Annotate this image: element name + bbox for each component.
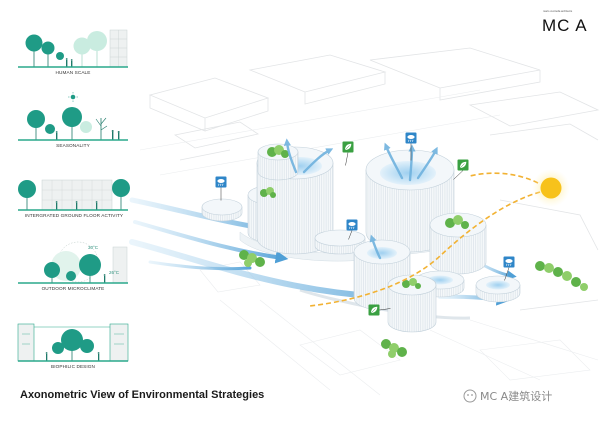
panel-outdoor-microclimate: 30°C 26°C OUTDOOR MICROCLIMATE	[18, 241, 128, 291]
panel-label: INTERGRATED GROUND FLOOR ACTIVITY	[25, 213, 124, 218]
watermark-text: MC A建筑设计	[480, 389, 552, 403]
rain-cloud-icon	[346, 219, 358, 240]
rain-cloud-icon	[503, 256, 515, 281]
roof-garden	[402, 278, 421, 289]
page-title: Axonometric View of Environmental Strate…	[20, 389, 264, 401]
ground-trees	[239, 250, 588, 358]
roof-garden	[445, 215, 469, 229]
panel-ground-floor-activity: INTERGRATED GROUND FLOOR ACTIVITY	[18, 179, 130, 218]
leaf-icon	[453, 159, 469, 180]
panel-label: SEASONALITY	[56, 143, 90, 148]
disk-right-b	[475, 275, 521, 303]
sun-icon	[532, 169, 570, 207]
podium-disk	[314, 229, 366, 255]
tree-cluster	[381, 339, 407, 358]
panel-seasonality: SEASONALITY	[18, 92, 128, 148]
brand-tagline: mario cucinella architects	[543, 9, 573, 13]
updraft-arrow	[383, 142, 404, 180]
updraft-arrows	[283, 138, 438, 260]
sun-path	[309, 172, 541, 307]
rain-cloud-icon	[215, 176, 227, 201]
panel-biophilic-design: BIOPHILIC DESIGN	[17, 323, 129, 369]
updraft-arrow	[408, 144, 416, 182]
roof-gardens	[260, 145, 469, 289]
temperature-high: 30°C	[88, 245, 99, 250]
strategy-icons	[215, 132, 515, 316]
rain-cloud-icon	[405, 132, 417, 161]
panel-label: OUTDOOR MICROCLIMATE	[42, 286, 105, 291]
context-buildings	[139, 47, 600, 396]
updraft-arrow	[302, 148, 334, 174]
leaf-icon	[368, 304, 391, 316]
panel-label: BIOPHILIC DESIGN	[51, 364, 95, 369]
brand-logo: mario cucinella architects MC A	[542, 9, 588, 35]
updraft-arrow	[416, 146, 438, 180]
roof-garden	[260, 187, 276, 198]
tree-cluster	[535, 261, 588, 291]
sun-ray-dashed-line	[469, 172, 539, 184]
updraft-arrow	[369, 234, 382, 260]
brand-logo-text: MC A	[542, 16, 588, 35]
wind-flow-arrow	[133, 220, 289, 264]
panel-label: HUMAN SCALE	[56, 70, 91, 75]
watermark: MC A建筑设计	[463, 389, 552, 403]
tree-cluster	[239, 250, 265, 267]
updraft-arrow	[283, 138, 298, 174]
leaf-icon	[342, 141, 354, 166]
wechat-icon	[463, 389, 477, 403]
sun-path-dashed-line	[309, 191, 541, 307]
disk-left	[201, 198, 243, 222]
sun-icon	[68, 92, 78, 102]
wind-flow-band	[148, 260, 252, 271]
panel-human-scale: HUMAN SCALE	[18, 29, 128, 75]
bare-tree	[95, 117, 108, 140]
roof-garden	[267, 145, 289, 158]
temperature-low: 26°C	[109, 270, 120, 275]
